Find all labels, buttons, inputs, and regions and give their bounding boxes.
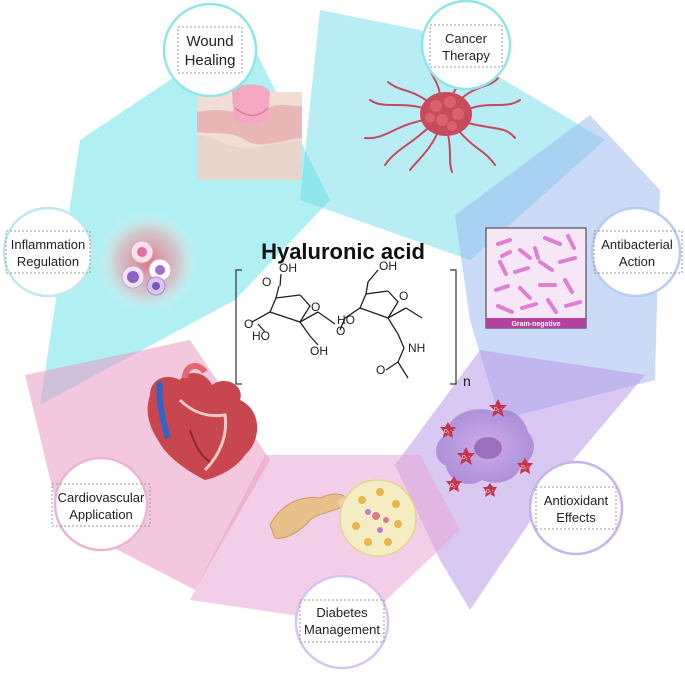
tumor-mass <box>420 92 472 136</box>
antibacterial-action-line1: Antibacterial <box>601 237 673 252</box>
cancer-therapy-line2: Therapy <box>442 48 490 63</box>
radical-star: O₂⁻ <box>440 422 456 438</box>
cardiovascular-application-line2: Application <box>69 507 133 522</box>
group-o-link: O <box>336 324 345 338</box>
group-o-ring-left: O <box>244 317 253 331</box>
skin-tissue-illustration <box>197 84 302 180</box>
wound-healing-node: Wound Healing <box>162 2 258 98</box>
inflammation-regulation-line2: Regulation <box>17 254 79 269</box>
radical-label: O₂⁻ <box>462 455 471 461</box>
diabetes-management-line2: Management <box>304 622 380 637</box>
bacteria-rods <box>494 234 582 314</box>
radical-label: O₂⁻ <box>486 489 495 495</box>
radical-stars: O₂⁻ O₂⁻ O₂⁻ O₂⁻ O₂⁻ O₂⁻ <box>440 399 533 497</box>
radical-star: O₂⁻ <box>489 399 507 417</box>
bacteria-panel: Gram-negative <box>485 227 587 329</box>
inflammation-cells <box>96 210 200 314</box>
radical-star: O₂⁻ <box>517 458 533 474</box>
diabetes-management-line1: Diabetes <box>316 605 368 620</box>
radical-label: O₂⁻ <box>494 407 503 413</box>
wound-healing-line2: Healing <box>185 52 236 69</box>
group-o-ring-1: O <box>311 300 320 314</box>
group-nh: NH <box>408 341 425 355</box>
radical-label: O₂⁻ <box>450 483 459 489</box>
wound-healing-line1: Wound <box>186 33 233 50</box>
group-o-acetyl: O <box>376 363 385 377</box>
cancer-therapy-line1: Cancer <box>445 31 488 46</box>
cardiovascular-application-line1: Cardiovascular <box>58 490 145 505</box>
group-oh-1: OH <box>310 344 328 358</box>
cardiovascular-application-node: Cardiovascular Application <box>51 456 151 552</box>
bacteria-panel-label: Gram-negative <box>511 321 560 328</box>
group-oh-top-2: OH <box>379 259 397 273</box>
group-o-ring-2: O <box>399 289 408 303</box>
antioxidant-effects-line1: Antioxidant <box>544 493 609 508</box>
repeat-unit-n: n <box>463 373 471 389</box>
diagram-title: Hyaluronic acid <box>261 239 425 264</box>
radical-star: O₂⁻ <box>446 476 462 492</box>
antioxidant-effects-line2: Effects <box>556 510 596 525</box>
radical-label: O₂⁻ <box>521 465 530 471</box>
hyaluronic-acid-structure: n OH O O HO O OH O OH <box>235 259 471 389</box>
cancer-therapy-node: Cancer Therapy <box>420 0 512 91</box>
oxidative-cell <box>436 409 534 485</box>
diabetes-management-node: Diabetes Management <box>294 574 390 670</box>
antioxidant-effects-node: Antioxidant Effects <box>528 460 624 556</box>
group-ho-2: HO <box>337 313 355 327</box>
group-oh-top: OH <box>279 261 297 275</box>
radical-star: O₂⁻ <box>457 447 475 465</box>
inflammation-regulation-line1: Inflammation <box>11 237 85 252</box>
antibacterial-action-node: Antibacterial Action <box>590 206 683 298</box>
islet-cells <box>339 479 417 557</box>
radical-star: O₂⁻ <box>483 483 497 497</box>
group-o-carbonyl: O <box>262 275 271 289</box>
petal-purple <box>395 350 645 610</box>
group-ho-1: HO <box>252 329 270 343</box>
radical-label: O₂⁻ <box>444 429 453 435</box>
heart-illustration <box>147 363 258 480</box>
inflammation-regulation-node: Inflammation Regulation <box>2 206 94 298</box>
antibacterial-action-line2: Action <box>619 254 655 269</box>
